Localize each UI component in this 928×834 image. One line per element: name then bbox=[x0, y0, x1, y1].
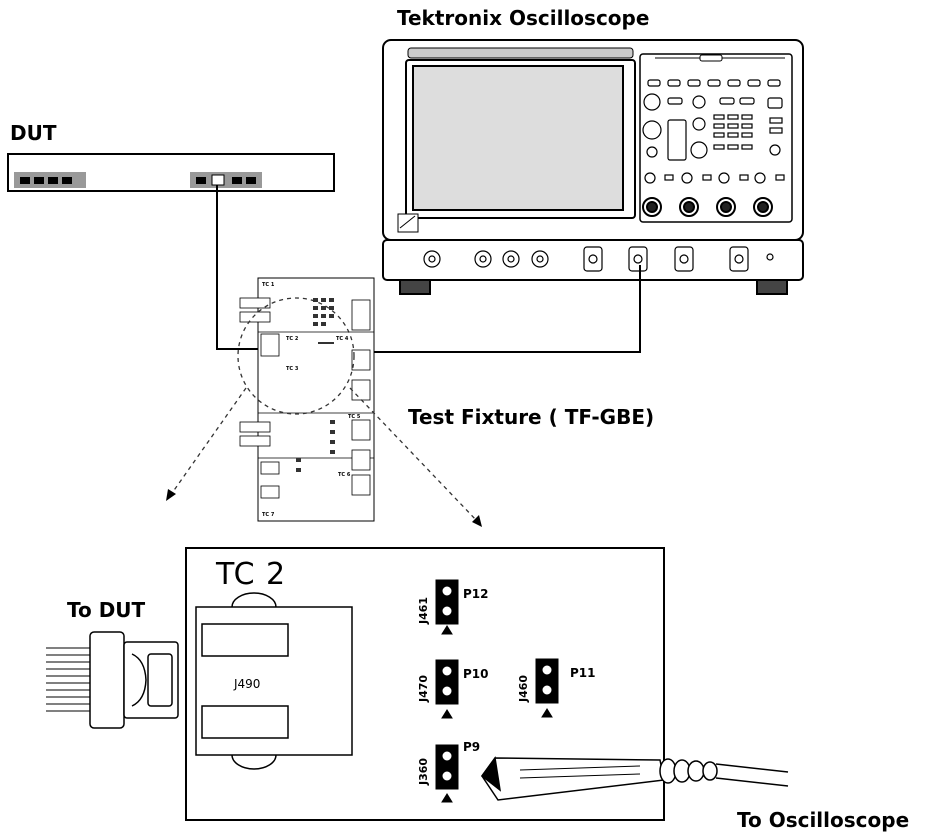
fixture-tc5: TC 5 bbox=[348, 414, 361, 420]
fixture-tc4: TC 4 bbox=[336, 336, 349, 342]
fixture-tc7: TC 7 bbox=[262, 512, 275, 518]
jumper-ref-j470: J470 bbox=[417, 674, 430, 702]
scope-knobs bbox=[642, 197, 773, 217]
jumper-ref-j461: J461 bbox=[417, 596, 430, 624]
connector-label: J490 bbox=[234, 677, 261, 691]
fixture-tc6: TC 6 bbox=[338, 472, 351, 478]
jumper-ref-j460: J460 bbox=[517, 674, 530, 702]
fixture-label: Test Fixture ( TF-GBE) bbox=[408, 405, 655, 429]
fixture-tc3: TC 3 bbox=[286, 366, 299, 372]
jumper-ref-j360: J360 bbox=[417, 757, 430, 785]
fixture-tc2: TC 2 bbox=[286, 336, 299, 342]
detail-callout bbox=[169, 297, 479, 523]
oscilloscope-title: Tektronix Oscilloscope bbox=[397, 6, 650, 30]
jumper-name-p9: P9 bbox=[463, 740, 481, 754]
to-dut-label: To DUT bbox=[67, 598, 146, 622]
scope-front-connectors bbox=[423, 246, 774, 272]
jumper-name-p11: P11 bbox=[570, 666, 596, 680]
jumper-name-p10: P10 bbox=[463, 667, 489, 681]
fixture-board bbox=[239, 277, 375, 522]
callout-arrowheads bbox=[166, 489, 482, 527]
detail-title: TC 2 bbox=[216, 557, 287, 592]
scope-buttons bbox=[642, 79, 785, 184]
to-oscilloscope-label: To Oscilloscope bbox=[737, 808, 910, 832]
dut-box bbox=[7, 153, 335, 192]
dut-label: DUT bbox=[10, 121, 57, 145]
fixture-tc1: TC 1 bbox=[262, 282, 275, 288]
probe bbox=[480, 756, 789, 801]
jumper-name-p12: P12 bbox=[463, 587, 489, 601]
oscilloscope bbox=[382, 39, 804, 295]
jumper-blocks bbox=[435, 579, 559, 803]
rj45-plug bbox=[46, 631, 179, 729]
